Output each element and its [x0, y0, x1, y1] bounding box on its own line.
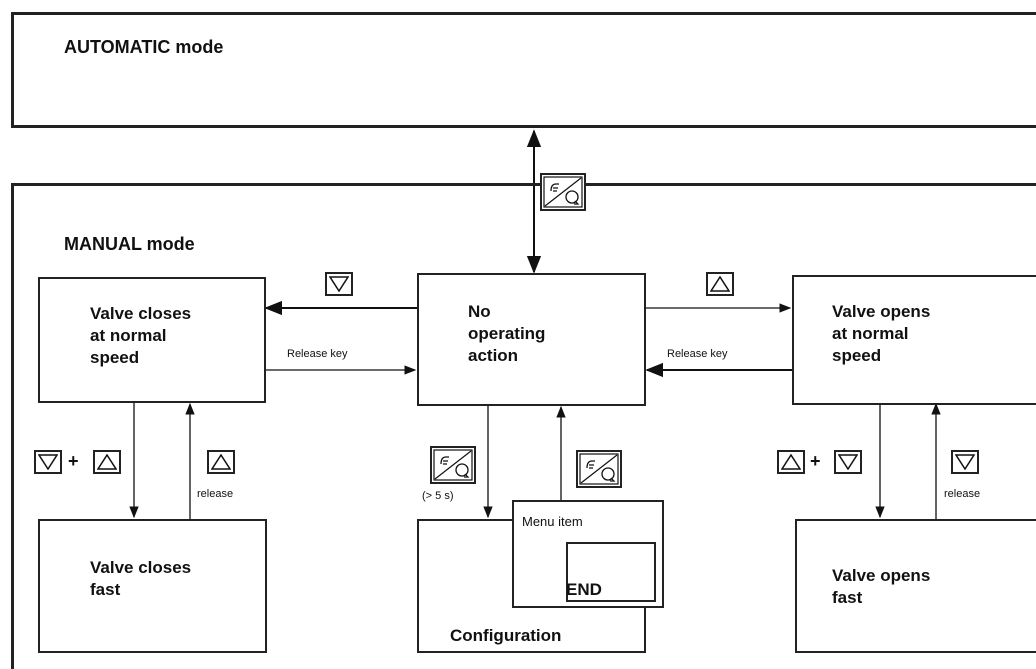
- valve-opens-normal-box: Valve opens at normal speed: [792, 275, 1036, 405]
- up-key-icon: [207, 450, 235, 474]
- down-key-icon: [325, 272, 353, 296]
- no-operating-action-box: No operating action: [417, 273, 646, 406]
- valve-closes-fast-box: Valve closes fast: [38, 519, 267, 653]
- valve-closes-fast-line1: Valve closes: [90, 558, 192, 577]
- hold-time-label: (> 5 s): [422, 490, 454, 502]
- down-key-icon: [951, 450, 979, 474]
- no-operating-line3: action: [468, 346, 519, 365]
- up-key-icon: [706, 272, 734, 296]
- valve-opens-fast-line2: fast: [832, 588, 863, 607]
- plus-sign: +: [68, 451, 79, 471]
- manual-mode-frame: MANUAL mode: [11, 183, 1036, 669]
- valve-closes-normal-line2: at normal: [90, 326, 167, 345]
- no-operating-line1: No: [468, 302, 491, 321]
- valve-closes-normal-line1: Valve closes: [90, 304, 192, 323]
- manual-auto-key-icon: [576, 450, 622, 488]
- no-operating-line2: operating: [468, 324, 546, 343]
- automatic-mode-title: AUTOMATIC mode: [64, 37, 224, 57]
- valve-opens-fast-line1: Valve opens: [832, 566, 931, 585]
- menu-end-label: END: [566, 580, 602, 599]
- automatic-mode-frame: AUTOMATIC mode: [11, 12, 1036, 128]
- up-key-icon: [93, 450, 121, 474]
- valve-closes-normal-line3: speed: [90, 348, 140, 367]
- up-key-icon: [777, 450, 805, 474]
- valve-closes-normal-box: Valve closes at normal speed: [38, 277, 266, 403]
- manual-auto-key-icon: [540, 173, 586, 211]
- valve-opens-normal-line3: speed: [832, 346, 882, 365]
- manual-mode-title: MANUAL mode: [64, 234, 195, 254]
- manual-auto-key-icon: [430, 446, 476, 484]
- plus-sign: +: [810, 451, 821, 471]
- valve-opens-fast-box: Valve opens fast: [795, 519, 1036, 653]
- release-key-label-left: Release key: [287, 348, 348, 360]
- valve-closes-fast-line2: fast: [90, 580, 121, 599]
- down-key-icon: [34, 450, 62, 474]
- menu-item-box: Menu item END: [512, 500, 664, 608]
- menu-display: END: [566, 542, 656, 602]
- valve-opens-normal-line1: Valve opens: [832, 302, 931, 321]
- down-key-icon: [834, 450, 862, 474]
- menu-item-label: Menu item: [522, 514, 583, 529]
- release-label-right: release: [944, 488, 981, 500]
- valve-opens-normal-line2: at normal: [832, 324, 909, 343]
- release-label-left: release: [197, 488, 234, 500]
- release-key-label-right: Release key: [667, 348, 728, 360]
- configuration-label: Configuration: [450, 626, 562, 645]
